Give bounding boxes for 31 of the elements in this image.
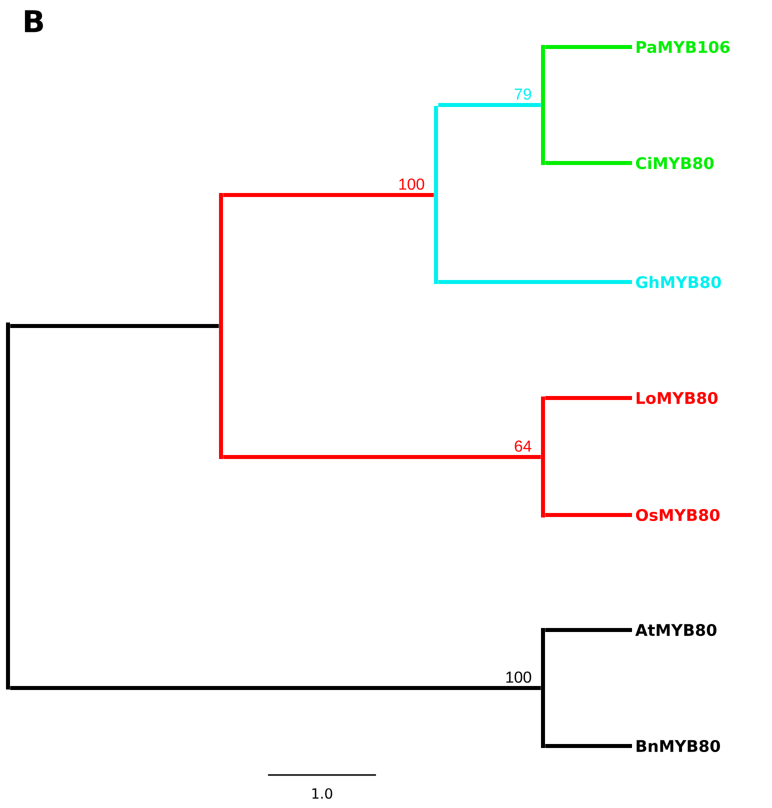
- tree-branch: [545, 744, 632, 748]
- clade-bar: [219, 193, 223, 459]
- tree-branch: [223, 193, 434, 197]
- bootstrap-value: 79: [514, 88, 532, 100]
- bootstrap-value: 100: [399, 178, 424, 190]
- tree-branch: [10, 324, 219, 328]
- leaf-label: LoMYB80: [636, 392, 718, 404]
- clade-bar: [541, 45, 545, 165]
- clade-bar: [6, 322, 10, 690]
- tree-branch: [10, 686, 541, 690]
- panel-letter: B: [24, 10, 43, 32]
- bootstrap-value: 64: [514, 440, 532, 452]
- tree-branch: [545, 161, 632, 165]
- tree-branch: [438, 103, 541, 107]
- tree-branch: [438, 280, 632, 284]
- clade-bar: [434, 106, 438, 284]
- clade-bar: [541, 396, 545, 518]
- leaf-label: OsMYB80: [636, 508, 720, 522]
- leaf-label: PaMYB106: [636, 40, 730, 54]
- leaf-label: CiMYB80: [636, 156, 714, 170]
- bootstrap-value: 100: [506, 671, 532, 683]
- scale-label: 1.0: [312, 788, 332, 799]
- tree-branch: [223, 455, 541, 459]
- leaf-label: GhMYB80: [636, 276, 721, 288]
- tree-branch: [545, 628, 632, 632]
- tree-branch: [545, 45, 632, 49]
- leaf-label: AtMYB80: [635, 624, 716, 636]
- tree-branch: [545, 396, 632, 400]
- clade-bar: [541, 628, 545, 748]
- tree-branch: [545, 513, 632, 517]
- leaf-label: BnMYB80: [636, 740, 720, 752]
